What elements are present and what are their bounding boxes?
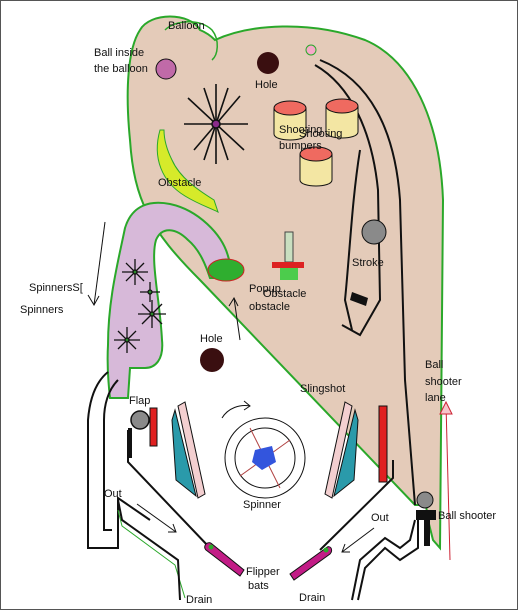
balloon-outline (164, 21, 218, 61)
flap-red (149, 407, 158, 447)
balloon-dot (305, 44, 317, 56)
label-obstacle: Obstacle (158, 177, 201, 189)
balloon-ball (155, 58, 177, 80)
out-right-arrow (341, 527, 375, 553)
stroke-ball (361, 219, 387, 245)
bumper-2 (325, 98, 359, 139)
tube-spinner-4 (140, 282, 160, 302)
flap-black (128, 428, 132, 458)
label-spinners-1: SpinnersS[ (29, 282, 83, 294)
left-slingshot (171, 401, 206, 499)
bumper-3 (299, 146, 333, 187)
bumper-1 (273, 100, 307, 141)
label-flipper-1: Flipper (246, 566, 280, 578)
right-drain-guide-2 (357, 510, 419, 601)
right-drain-guide (351, 519, 416, 601)
playfield (126, 15, 445, 551)
right-flipper-pivot (323, 547, 329, 553)
ball-shooter-plunger-top (416, 510, 436, 520)
shooter-lane-wall-outer (319, 59, 416, 506)
label-flap: Flap (129, 395, 150, 407)
ball-shooter-ball (416, 491, 434, 509)
label-shooting-2: bumpers (279, 140, 322, 152)
tube-spinner-2 (138, 300, 166, 328)
label-popup-3: Obstacle (263, 288, 306, 300)
stroke-rail (343, 149, 361, 331)
left-outer-wall (87, 371, 151, 549)
left-flipper-pivot (208, 544, 214, 550)
star-spinner-top (184, 84, 248, 164)
label-hole-mid: Hole (200, 333, 223, 345)
left-drain-guide (117, 499, 181, 601)
spinners-arrow (87, 221, 106, 306)
label-out-right: Out (371, 512, 389, 524)
tube-spinner-3 (114, 327, 140, 353)
shooter-lane-arrow (439, 400, 453, 561)
label-spinner: Spinner (243, 499, 281, 511)
yellow-obstacle (156, 129, 219, 213)
stroke-bar (350, 292, 368, 306)
right-slingshot (324, 401, 359, 499)
right-lane-guide (319, 460, 394, 551)
label-shooting-1: Shooting (279, 124, 322, 136)
spinner-tube (106, 201, 231, 399)
right-flipper (289, 546, 333, 581)
spinner-direction-arrow (221, 400, 251, 419)
label-slingshot: Slingshot (300, 383, 345, 395)
label-drain-left: Drain (186, 594, 212, 606)
flap-ball (130, 410, 150, 430)
label-spinners-2: Spinners (20, 304, 64, 316)
label-shooter-lane-3: lane (425, 392, 446, 404)
label-balloon: Balloon (168, 20, 205, 32)
ball-shooter-plunger (424, 520, 430, 546)
label-flipper-2: bats (248, 580, 269, 592)
label-stroke: Stroke (352, 257, 384, 269)
popup-obstacle (272, 231, 304, 280)
right-flap-red (378, 405, 388, 483)
spinner (224, 417, 306, 499)
label-shooter-lane-2: shooter (425, 376, 462, 388)
label-ball-inside-2: the balloon (94, 63, 148, 75)
label-popup-1: Popup (249, 283, 281, 295)
tube-spinner-1 (122, 259, 148, 285)
label-drain-right: Drain (299, 592, 325, 604)
label-shooter-lane-1: Ball (425, 359, 443, 371)
popup-hole (207, 258, 245, 282)
shooter-lane-wall-inner (314, 64, 382, 337)
label-popup-2: obstacle (249, 301, 290, 313)
top-hole (257, 52, 279, 74)
mid-hole (200, 348, 224, 372)
label-ball-inside-1: Ball inside (94, 47, 144, 59)
label-ball-shooter: Ball shooter (438, 510, 496, 522)
popup-arrow (228, 296, 241, 341)
label-out-left: Out (104, 488, 122, 500)
label-shooting-1b: Shooting (299, 128, 342, 140)
left-inner-wall (103, 379, 119, 531)
label-hole-top: Hole (255, 79, 278, 91)
left-flipper (204, 542, 245, 577)
out-left-arrow (136, 503, 177, 533)
